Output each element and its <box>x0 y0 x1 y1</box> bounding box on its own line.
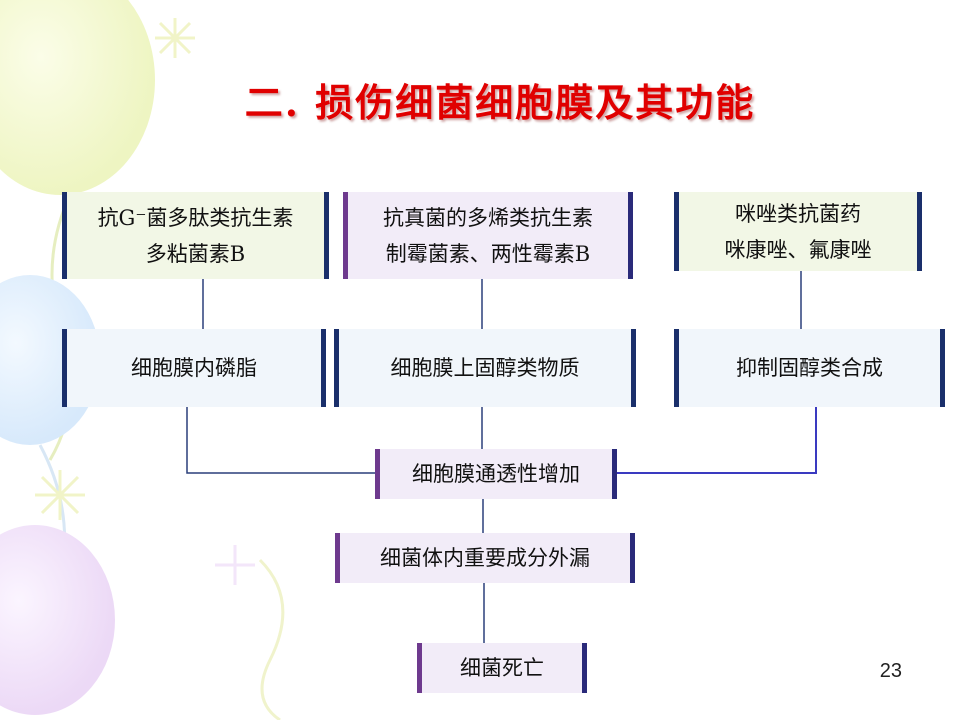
balloon-yellow <box>0 0 155 195</box>
target-box-phospholipid: 细胞膜内磷脂 <box>62 329 326 407</box>
drug-box-line: 咪康唑、氟康唑 <box>724 237 872 262</box>
sparkle-3 <box>215 545 255 585</box>
page-number: 23 <box>879 660 902 682</box>
target-label: 抑制固醇类合成 <box>736 356 883 380</box>
drug-box-line: 多粘菌素B <box>145 241 246 266</box>
drug-box-polypeptide: 抗G⁻菌多肽类抗生素 多粘菌素B <box>62 192 329 279</box>
drug-box-line: 咪唑类抗菌药 <box>735 201 861 226</box>
sparkle-1 <box>155 18 195 58</box>
target-label: 细胞膜内磷脂 <box>131 356 257 380</box>
result-box-leak: 细菌体内重要成分外漏 <box>335 533 635 583</box>
result-label: 细胞膜通透性增加 <box>412 462 580 486</box>
result-label: 细菌体内重要成分外漏 <box>380 546 590 570</box>
string-lower <box>258 558 285 720</box>
target-box-sterol: 细胞膜上固醇类物质 <box>334 329 636 407</box>
target-label: 细胞膜上固醇类物质 <box>390 356 580 380</box>
connector-target1-permeability <box>186 407 375 474</box>
sparkle-2 <box>35 470 85 520</box>
drug-box-line: 抗G⁻菌多肽类抗生素 <box>97 205 294 230</box>
drug-box-line: 制霉菌素、两性霉素B <box>385 241 591 266</box>
target-box-sterol-synthesis: 抑制固醇类合成 <box>674 329 945 407</box>
balloon-purple <box>0 525 115 715</box>
drug-box-azole: 咪唑类抗菌药 咪康唑、氟康唑 <box>674 192 922 271</box>
connector-target3-permeability <box>617 407 817 474</box>
result-box-permeability: 细胞膜通透性增加 <box>375 449 617 499</box>
slide-title: 二. 损伤细菌细胞膜及其功能 <box>244 80 756 125</box>
drug-box-polyene: 抗真菌的多烯类抗生素 制霉菌素、两性霉素B <box>343 192 633 279</box>
result-box-death: 细菌死亡 <box>417 643 587 693</box>
result-label: 细菌死亡 <box>460 656 544 680</box>
drug-box-line: 抗真菌的多烯类抗生素 <box>383 205 593 230</box>
